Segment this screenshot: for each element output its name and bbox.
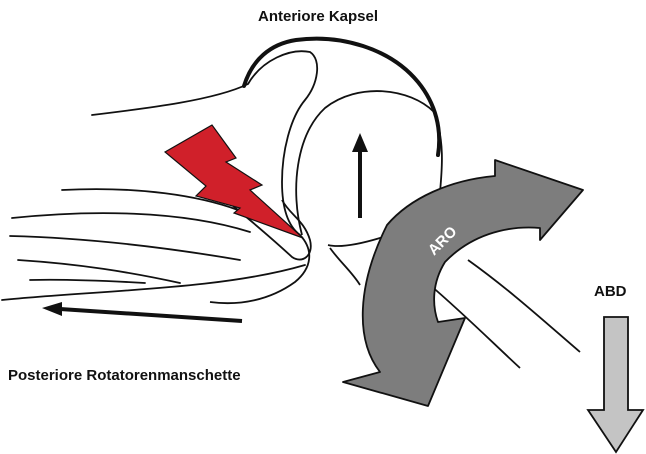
rotator-cuff-fibers — [2, 84, 305, 300]
cuff-fiber — [30, 280, 145, 283]
cuff-fiber — [10, 236, 240, 260]
posterior-rotator-cuff-label: Posteriore Rotatorenmanschette — [8, 367, 241, 384]
arrow-down-icon — [588, 317, 643, 452]
curved-arrow-icon — [343, 160, 583, 406]
arrow-left-icon — [42, 302, 242, 321]
cuff-fiber — [12, 213, 250, 232]
humeral-shaft — [468, 260, 580, 352]
anterior-capsule-label: Anteriore Kapsel — [258, 8, 378, 25]
arrow-up-icon — [352, 133, 368, 218]
humeral-neck — [330, 248, 360, 285]
abduction-label: ABD — [594, 283, 627, 300]
cuff-fiber — [2, 265, 305, 300]
cuff-fiber — [92, 84, 248, 115]
